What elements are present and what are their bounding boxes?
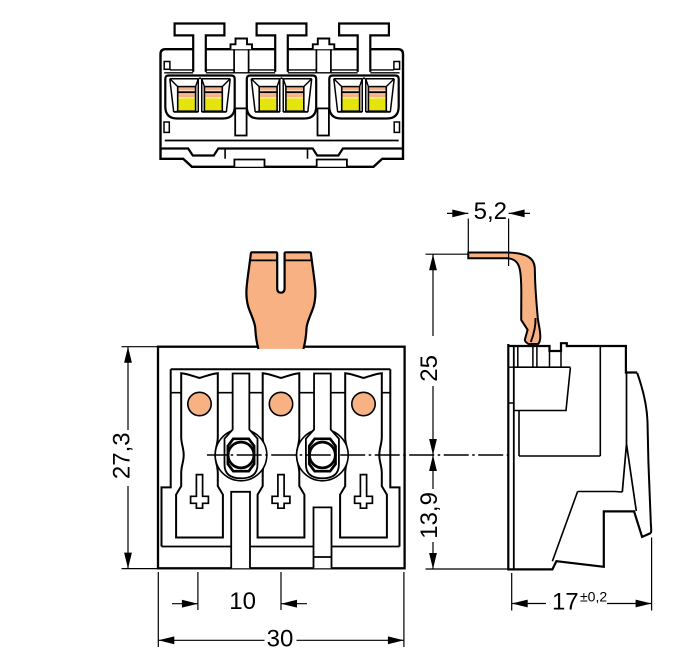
svg-text:25: 25: [416, 355, 443, 382]
svg-text:10: 10: [229, 588, 256, 615]
svg-text:±0,2: ±0,2: [580, 589, 607, 605]
svg-text:27,3: 27,3: [109, 432, 136, 479]
svg-text:30: 30: [267, 626, 294, 653]
svg-text:5,2: 5,2: [474, 198, 507, 225]
svg-text:17: 17: [552, 588, 579, 615]
svg-text:13,9: 13,9: [416, 492, 443, 539]
